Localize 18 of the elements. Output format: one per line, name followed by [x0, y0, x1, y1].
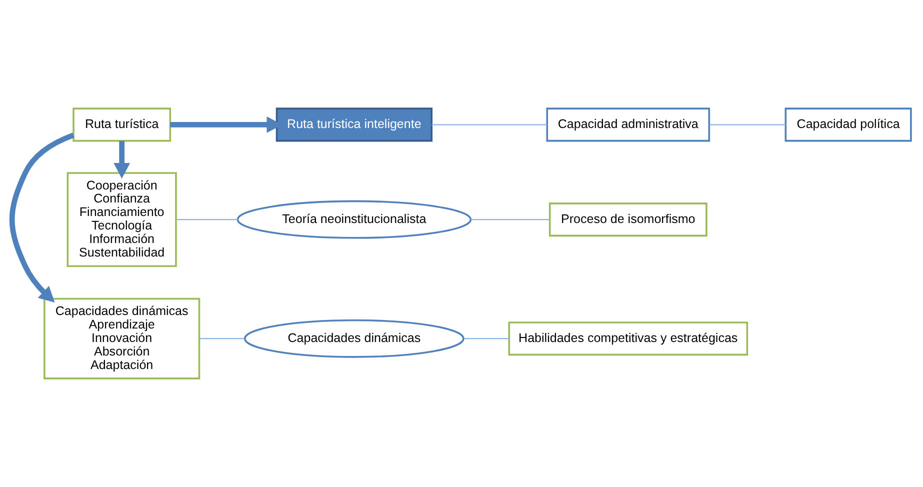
- arrow: [9, 132, 74, 303]
- connector: [200, 338, 244, 340]
- node-box: Capacidad política: [784, 108, 912, 142]
- node-box: Capacidades dinámicas Aprendizaje Innovación Absorción Adaptación: [44, 298, 200, 380]
- arrow: [114, 140, 130, 179]
- connector: [709, 124, 786, 126]
- connector: [470, 218, 550, 220]
- node-box: Cooperación Confianza Financiamiento Tecnología Información Sustentabilidad: [66, 172, 177, 267]
- node-ellipse: Teoría neoinstitucionalista: [236, 200, 472, 239]
- node-box: Ruta turística inteligente: [276, 108, 432, 142]
- node-ellipse: Capacidades dinámicas: [244, 319, 464, 358]
- connector: [464, 338, 510, 340]
- connector: [176, 218, 238, 220]
- node-box: Capacidad administrativa: [546, 108, 710, 142]
- node-box: Ruta turística: [72, 108, 172, 142]
- node-box: Proceso de isomorfismo: [548, 202, 708, 237]
- node-box: Habilidades competitivas y estratégicas: [508, 322, 748, 356]
- connector: [432, 124, 548, 126]
